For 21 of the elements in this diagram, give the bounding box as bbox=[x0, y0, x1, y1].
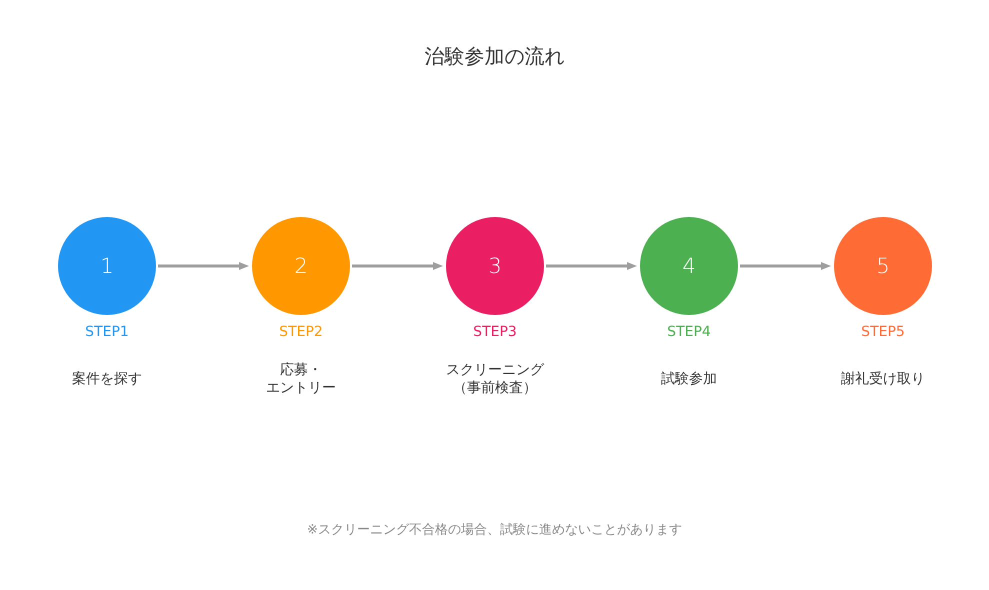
step-number: 5 bbox=[876, 254, 890, 278]
arrow bbox=[158, 262, 249, 270]
step-label: STEP1 bbox=[85, 323, 129, 341]
step-label: STEP3 bbox=[473, 323, 517, 341]
step-label: STEP5 bbox=[861, 323, 905, 341]
arrow bbox=[352, 262, 443, 270]
step-description: 応募・エントリー bbox=[266, 361, 336, 397]
step-label: STEP4 bbox=[667, 323, 711, 341]
step-number: 3 bbox=[488, 254, 502, 278]
step-description: スクリーニング（事前検査） bbox=[446, 361, 544, 397]
step-number: 1 bbox=[100, 254, 114, 278]
step-description: 案件を探す bbox=[72, 370, 142, 388]
note-text: ※スクリーニング不合格の場合、試験に進めないことがあります bbox=[307, 522, 682, 538]
title: 治験参加の流れ bbox=[424, 43, 564, 69]
step-description: 試験参加 bbox=[661, 370, 717, 388]
arrow bbox=[740, 262, 831, 270]
step-description: 謝礼受け取り bbox=[841, 370, 925, 388]
step-number: 4 bbox=[682, 254, 696, 278]
arrow bbox=[546, 262, 637, 270]
step-number: 2 bbox=[294, 254, 308, 278]
step-label: STEP2 bbox=[279, 323, 323, 341]
